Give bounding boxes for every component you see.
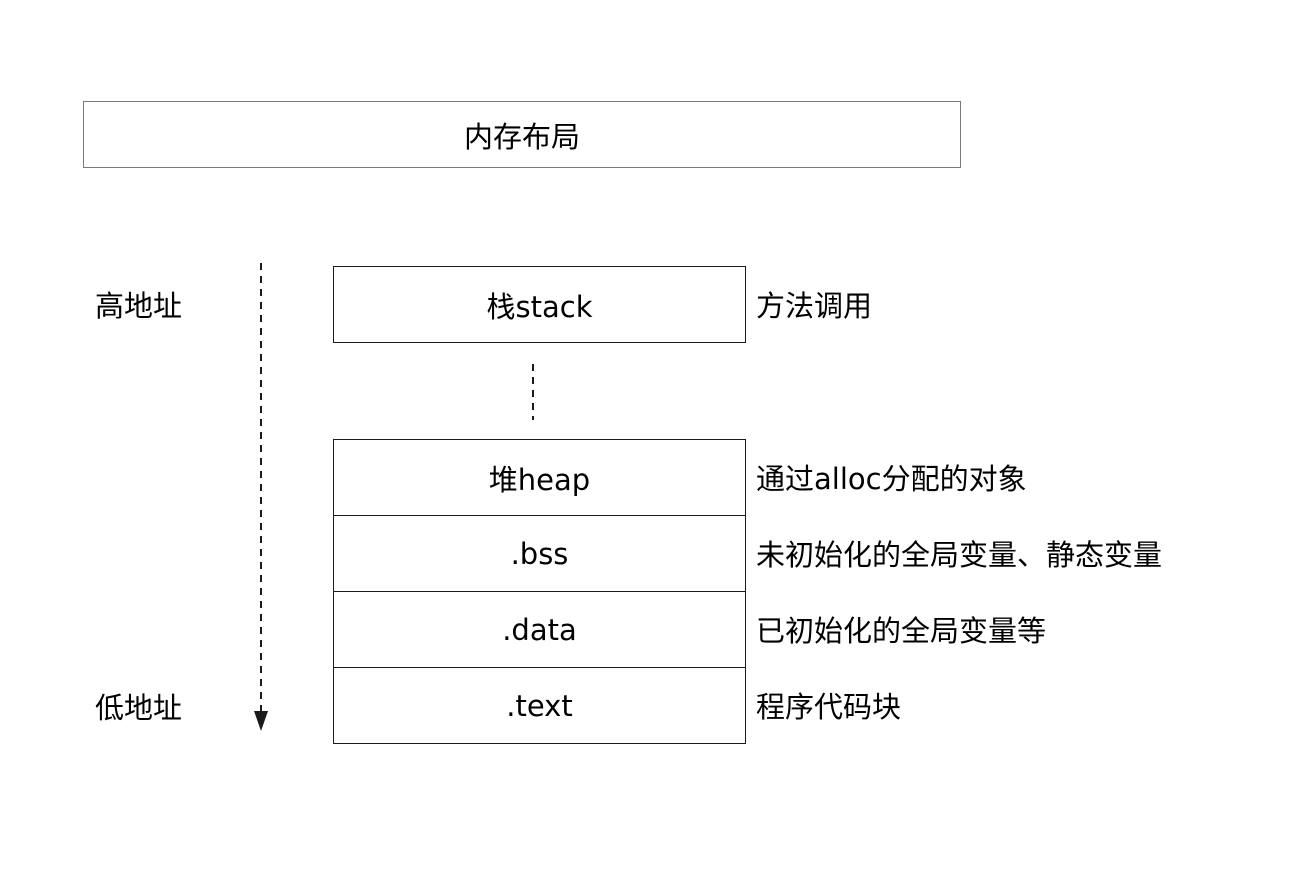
diagram-title: 内存布局 [463,119,580,154]
segment-text: .text [333,667,746,744]
segment-heap: 堆heap [333,439,746,516]
segment-data-description: 已初始化的全局变量等 [756,614,1047,648]
segment-heap-description: 通过alloc分配的对象 [756,462,1027,496]
segment-stack: 栈stack [333,266,746,343]
segment-text-label: .text [506,688,573,723]
arrow-down-icon [254,711,268,731]
segment-bss: .bss [333,515,746,592]
segment-stack-label: 栈stack [486,289,593,324]
segment-stack-description: 方法调用 [756,289,873,323]
diagram-title-box: 内存布局 [83,101,961,168]
segment-data-label: .data [502,612,577,647]
segment-heap-label: 堆heap [488,462,591,497]
segment-data: .data [333,591,746,668]
segment-bss-description: 未初始化的全局变量、静态变量 [756,538,1163,572]
low-address-label: 低地址 [95,691,183,725]
segment-text-description: 程序代码块 [756,690,902,724]
segment-bss-label: .bss [510,536,569,571]
high-address-label: 高地址 [95,289,183,323]
